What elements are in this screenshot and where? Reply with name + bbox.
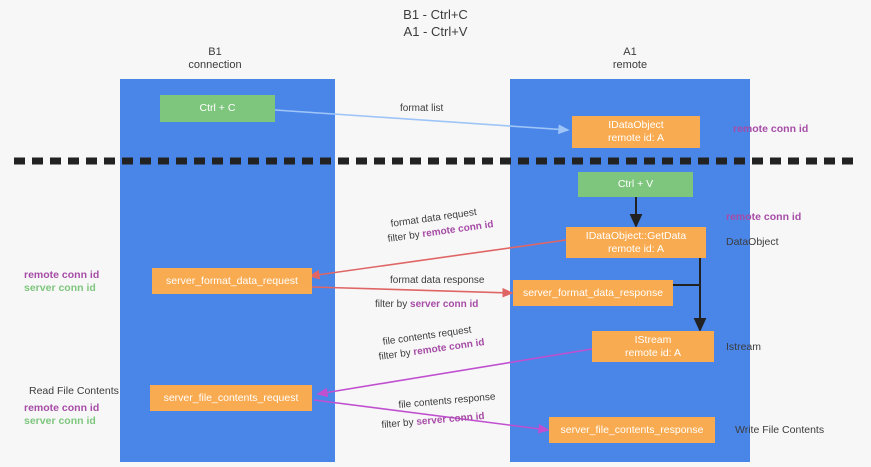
node-server-file-contents-request-label: server_file_contents_request <box>163 391 299 404</box>
left-label-read-file-contents: Read File Contents <box>29 385 119 397</box>
right-label-write-file-contents: Write File Contents <box>735 424 825 436</box>
filter-value: server conn id <box>410 299 479 310</box>
node-idataobject-label: IDataObject <box>608 119 664 131</box>
page-title: B1 - Ctrl+C A1 - Ctrl+V <box>403 7 468 39</box>
node-istream-sub: remote id: A <box>624 346 682 359</box>
filter-prefix: filter by <box>387 229 424 245</box>
left-label-server-conn-id: server conn id <box>24 282 96 294</box>
node-getdata-sub: remote id: A <box>607 242 665 255</box>
node-istream[interactable]: IStream remote id: A <box>592 331 714 362</box>
edge-label-format-data-response: format data response <box>390 275 485 286</box>
right-label-dataobject: DataObject <box>726 236 779 248</box>
edge-label-file-contents-response: file contents response <box>398 391 496 411</box>
node-getdata-label: IDataObject::GetData <box>585 229 687 242</box>
node-getdata[interactable]: IDataObject::GetData remote id: A <box>566 227 706 258</box>
left-label-remote-conn-id: remote conn id <box>24 269 100 281</box>
node-server-format-data-request[interactable]: server_format_data_request <box>152 268 312 294</box>
edge-label-file-contents-response-filter: filter by server conn id <box>381 411 485 431</box>
node-server-file-contents-request[interactable]: server_file_contents_request <box>150 385 312 411</box>
node-idataobject-sub: remote id: A <box>607 132 665 144</box>
node-server-file-contents-response-label: server_file_contents_response <box>560 423 704 436</box>
node-ctrl-v-label: Ctrl + V <box>617 178 654 190</box>
filter-prefix: filter by <box>381 416 417 431</box>
lane-title-a1: A1 remote <box>612 46 648 71</box>
node-server-file-contents-response[interactable]: server_file_contents_response <box>549 417 715 443</box>
lane-title-b1: B1 connection <box>188 46 242 71</box>
filter-prefix: filter by <box>375 299 411 310</box>
filter-value: server conn id <box>415 410 485 428</box>
right-label-istream: Istream <box>726 341 762 353</box>
left-label-server-conn-id-2: server conn id <box>24 415 96 427</box>
filter-prefix: filter by <box>378 347 415 363</box>
node-server-format-data-response-label: server_format_data_response <box>522 286 664 299</box>
node-idataobject[interactable]: IDataObject remote id: A <box>572 116 700 148</box>
node-ctrl-c[interactable]: Ctrl + C <box>160 95 275 122</box>
right-label-remote-conn-id-2: remote conn id <box>726 211 802 223</box>
left-label-remote-conn-id-2: remote conn id <box>24 402 100 414</box>
node-server-format-data-response[interactable]: server_format_data_response <box>513 280 673 306</box>
edge-label-format-list: format list <box>400 103 444 114</box>
node-ctrl-v[interactable]: Ctrl + V <box>578 172 693 197</box>
edge-label-format-data-response-filter: filter by server conn id <box>375 299 478 310</box>
node-istream-label: IStream <box>634 333 672 346</box>
right-label-remote-conn-id-1: remote conn id <box>733 123 809 135</box>
node-ctrl-c-label: Ctrl + C <box>199 102 236 114</box>
node-server-format-data-request-label: server_format_data_request <box>166 274 298 287</box>
